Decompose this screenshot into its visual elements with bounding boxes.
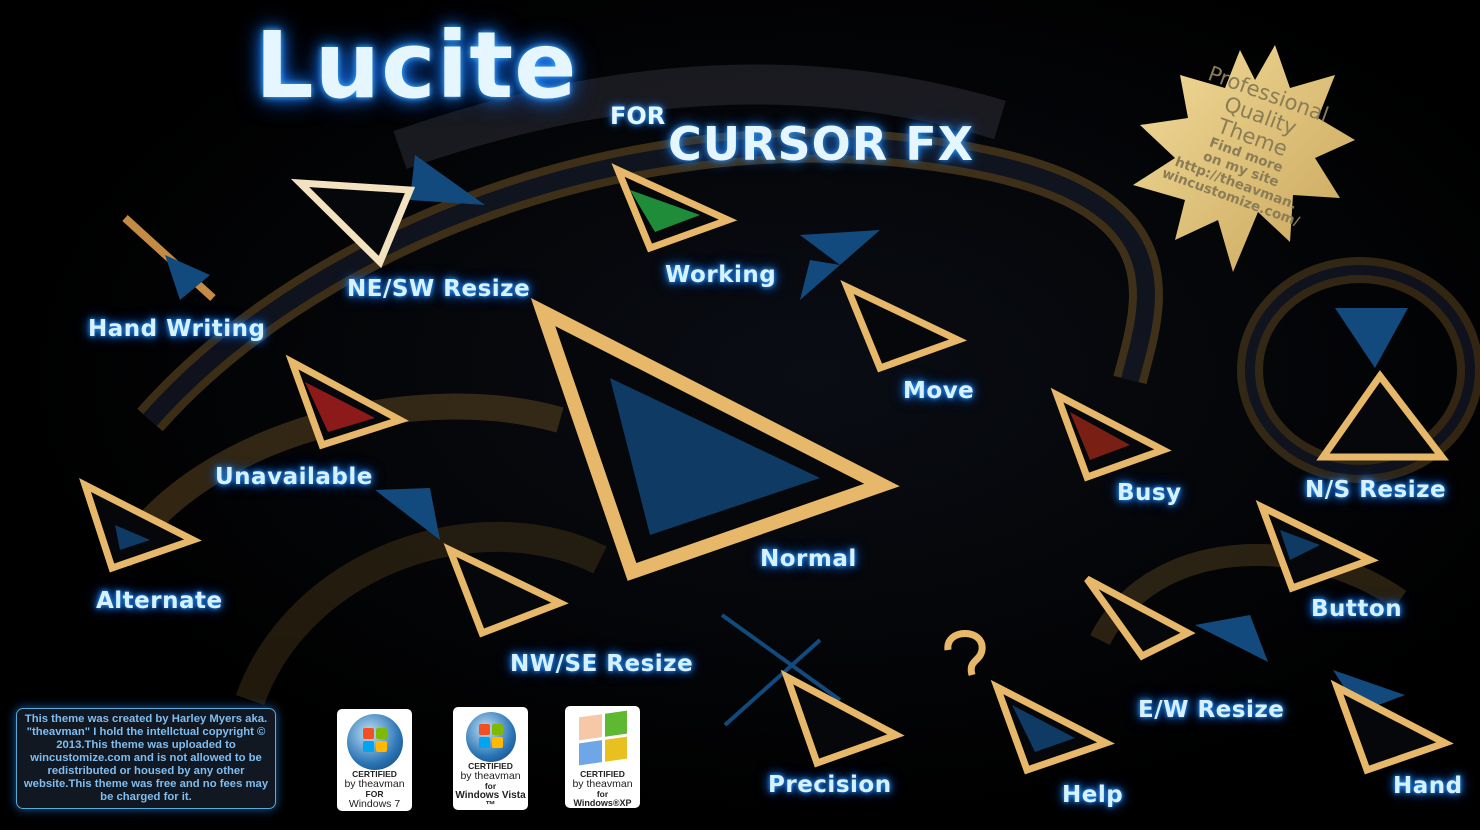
label-move: Move (903, 378, 975, 404)
move-arrows-icon (800, 230, 880, 265)
button-cursor-icon (1255, 499, 1379, 593)
blue-triangle-icon (375, 488, 440, 540)
badge-certified: CERTIFIED (468, 761, 513, 771)
green-fill-icon (630, 190, 700, 232)
label-hand-writing: Hand Writing (88, 316, 266, 342)
label-busy: Busy (1117, 480, 1182, 506)
crosshair-icon (723, 638, 822, 727)
badge-by: by theavman (344, 778, 405, 790)
blue-fill-icon (1280, 530, 1320, 560)
red-fill-icon (305, 382, 375, 432)
label-precision: Precision (768, 772, 892, 798)
blue-triangle-icon (165, 255, 210, 300)
ns-resize-cursor-icon (1316, 370, 1450, 461)
label-ns-resize: N/S Resize (1305, 477, 1447, 503)
quality-seal (1133, 45, 1355, 272)
badge-windows-vista: CERTIFIED by theavman for Windows Vista … (453, 707, 528, 811)
windows-orb-icon (465, 712, 516, 762)
label-ew-resize: E/W Resize (1138, 697, 1285, 723)
hand-cursor-icon (1330, 679, 1454, 775)
crosshair-icon (720, 613, 842, 702)
badge-windows-7: CERTIFIED by theavman FOR Windows 7 (337, 709, 412, 811)
for-label: FOR (610, 102, 666, 130)
question-mark-icon (944, 630, 986, 676)
label-ne-sw-resize: NE/SW Resize (347, 276, 531, 302)
blue-triangle-icon (1195, 615, 1268, 662)
copyright-notice: This theme was created by Harley Myers a… (16, 708, 276, 809)
badge-for: for (484, 781, 497, 791)
badge-for: FOR (365, 789, 384, 799)
badge-by: by theavman (460, 770, 521, 782)
label-nw-se-resize: NW/SE Resize (510, 651, 694, 677)
nw-se-resize-cursor-icon (443, 543, 569, 638)
product-name: CURSOR FX (668, 117, 975, 171)
blue-fill-icon (1012, 705, 1075, 752)
blue-fill-icon (610, 378, 820, 535)
label-alternate: Alternate (96, 588, 223, 614)
blue-triangle-icon (1335, 308, 1408, 368)
badge-windows-xp: CERTIFIED by theavman for Windows®XP (565, 706, 640, 808)
label-button: Button (1311, 596, 1403, 622)
alternate-cursor-icon (79, 478, 202, 573)
label-unavailable: Unavailable (215, 464, 373, 490)
ew-resize-cursor-icon (1084, 575, 1196, 661)
windows-orb-icon (346, 714, 403, 770)
badge-certified: CERTIFIED (580, 769, 625, 779)
label-hand: Hand (1393, 773, 1463, 799)
blue-triangle-icon (1333, 670, 1405, 712)
red-fill-icon (1070, 412, 1130, 460)
precision-cursor-icon (780, 669, 905, 768)
badge-for: for (596, 789, 609, 799)
label-normal: Normal (760, 546, 857, 572)
move-arrows-icon (800, 260, 840, 300)
label-working: Working (665, 262, 777, 288)
badge-os: Windows Vista ™ (455, 790, 526, 811)
blue-fill-icon (115, 525, 150, 550)
badge-certified: CERTIFIED (352, 769, 397, 779)
label-help: Help (1062, 782, 1124, 808)
badge-os: Windows 7 (348, 798, 401, 810)
windows-xp-flag-icon (578, 710, 627, 766)
move-cursor-icon (840, 279, 968, 373)
badge-os: Windows®XP (573, 798, 632, 808)
theme-title: Lucite (255, 12, 578, 119)
ne-sw-resize-cursor-icon (290, 178, 416, 269)
badge-by: by theavman (572, 778, 633, 790)
blue-triangle-icon (410, 155, 485, 205)
